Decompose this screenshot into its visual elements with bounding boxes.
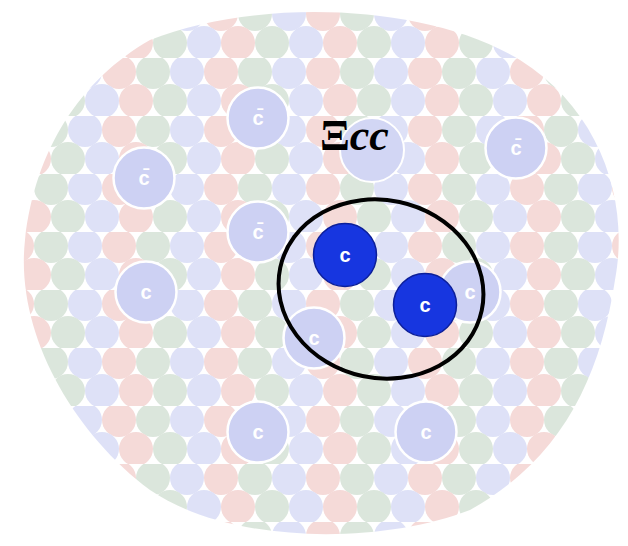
quark-symbol: c — [140, 281, 151, 304]
quark-text: c — [114, 260, 178, 324]
background-quark: c — [226, 400, 290, 464]
background-quark: c̄ — [112, 146, 176, 210]
circle-shape — [114, 148, 175, 209]
circle-shape — [116, 262, 177, 323]
circle-shape — [440, 262, 501, 323]
circle-shape — [284, 308, 345, 369]
quark-symbol: c — [252, 421, 263, 444]
circle-shape — [228, 402, 289, 463]
quark-text: c — [312, 222, 378, 288]
quark-symbol: c — [308, 327, 319, 350]
circle-shape — [314, 224, 377, 287]
circle-shape — [396, 402, 457, 463]
charm-quark: c — [312, 222, 378, 288]
charm-quark: c — [392, 272, 458, 338]
circle-shape — [228, 202, 289, 263]
circle-shape — [486, 118, 547, 179]
quark-symbol: c̄ — [252, 221, 263, 244]
quark-text: c̄ — [226, 86, 290, 150]
quark-text: c — [226, 400, 290, 464]
ellipse-outline — [274, 196, 488, 382]
quark-symbol: c — [420, 421, 431, 444]
background-quark: c̄ — [226, 200, 290, 264]
quark-text: c — [392, 272, 458, 338]
circle-shape — [228, 88, 289, 149]
quark-symbol: c — [464, 281, 475, 304]
quark-symbol: c — [419, 294, 430, 317]
background-quark: c̄ — [484, 116, 548, 180]
quark-text: c̄ — [484, 116, 548, 180]
quark-symbol: c̄ — [510, 137, 521, 160]
quark-symbol: c̄ — [252, 107, 263, 130]
background-quark: c — [394, 400, 458, 464]
quark-text: c — [282, 306, 346, 370]
background-quark: c — [282, 306, 346, 370]
hadron-ellipse: Ξcccc — [274, 196, 488, 382]
quark-symbol: c̄ — [138, 167, 149, 190]
baryon-label: Ξcc — [320, 114, 389, 158]
quark-symbol: c — [339, 244, 350, 267]
circle-shape — [394, 274, 457, 337]
quark-text: c̄ — [112, 146, 176, 210]
quark-text: c — [394, 400, 458, 464]
background-quark: c̄ — [226, 86, 290, 150]
quark-text: c̄ — [226, 200, 290, 264]
ellipse-line — [262, 181, 501, 398]
background-quark: c — [114, 260, 178, 324]
